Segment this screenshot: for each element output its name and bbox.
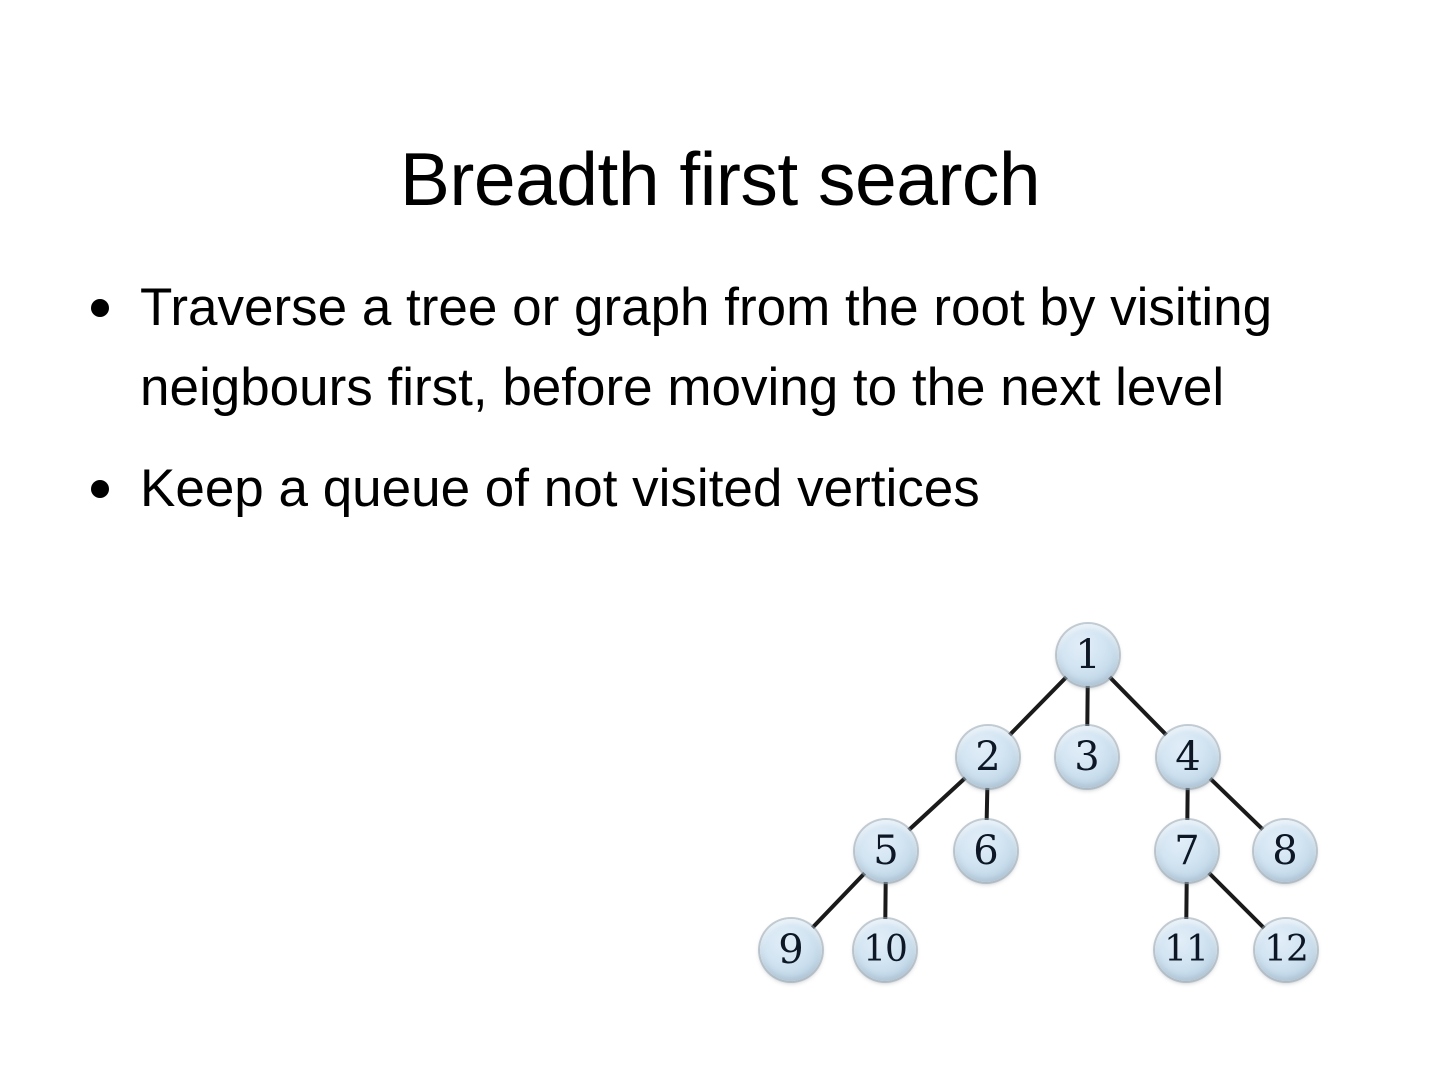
tree-node-12: 12 [1255, 919, 1317, 981]
tree-edge-5-9 [809, 869, 868, 932]
bullet-text: Keep a queue of not visited vertices [140, 459, 980, 518]
tree-edge-4-8 [1206, 775, 1267, 833]
tree-node-7: 7 [1156, 820, 1218, 882]
bullet-list: Traverse a tree or graph from the root b… [82, 268, 1322, 535]
bullet-text: Traverse a tree or graph from the root b… [140, 278, 1273, 417]
tree-edge-1-2 [1006, 673, 1070, 739]
tree-edges-layer [809, 673, 1268, 932]
tree-node-3: 3 [1056, 726, 1118, 788]
bullet-dot-icon [91, 480, 109, 498]
tree-node-4: 4 [1157, 726, 1219, 788]
tree-node-11: 11 [1155, 919, 1217, 981]
tree-node-9: 9 [760, 919, 822, 981]
page-title: Breadth first search [399, 137, 1041, 222]
list-item: Traverse a tree or graph from the root b… [82, 268, 1322, 428]
bullet-dot-icon [91, 299, 109, 317]
tree-edge-7-12 [1205, 869, 1268, 932]
tree-edge-2-6 [984, 783, 990, 825]
tree-node-6: 6 [955, 820, 1017, 882]
tree-node-1: 1 [1057, 624, 1119, 686]
list-item: Keep a queue of not visited vertices [82, 449, 1322, 529]
tree-node-5: 5 [855, 820, 917, 882]
tree-edge-2-5 [905, 774, 969, 834]
tree-node-8: 8 [1254, 820, 1316, 882]
tree-node-10: 10 [854, 919, 916, 981]
tree-node-2: 2 [957, 726, 1019, 788]
tree-edge-1-4 [1106, 673, 1170, 739]
